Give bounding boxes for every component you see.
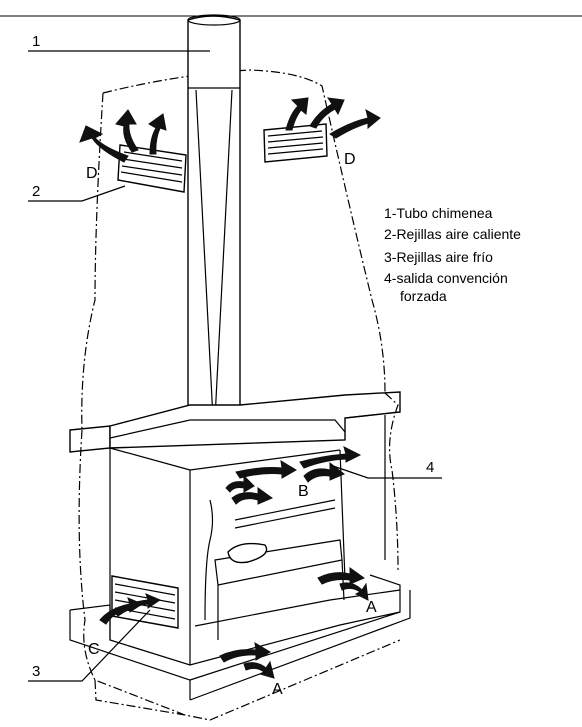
marker-d-left: D — [86, 165, 98, 182]
marker-a-front: A — [272, 681, 283, 698]
legend-item-3: 3-Rejillas aire frío — [384, 249, 493, 265]
hot-air-arrows-left — [79, 109, 167, 163]
legend: 1-Tubo chimenea 2-Rejillas aire caliente… — [384, 205, 521, 304]
callout-2: 2 — [32, 183, 40, 200]
grille-hot-left — [117, 144, 187, 193]
callout-4-leader — [329, 464, 442, 479]
mantel — [69, 391, 401, 471]
cold-air-arrows — [99, 567, 369, 679]
hood-outline — [81, 69, 386, 431]
cladding-outline — [78, 392, 401, 721]
marker-a-right: A — [366, 599, 377, 616]
grille-hot-right — [263, 123, 328, 163]
marker-b: B — [298, 483, 309, 500]
callout-2-leader — [28, 185, 126, 202]
callout-4: 4 — [426, 459, 434, 476]
callout-3: 3 — [32, 663, 40, 680]
legend-item-4-line-1: 4-salida convención — [384, 270, 508, 286]
legend-item-4-line-2: forzada — [400, 288, 447, 304]
callout-1: 1 — [32, 33, 40, 50]
legend-item-1: 1-Tubo chimenea — [384, 205, 493, 221]
marker-d-right: D — [344, 151, 356, 168]
legend-item-2: 2-Rejillas aire caliente — [384, 226, 521, 242]
convection-arrows — [225, 446, 362, 505]
chimney-pipe — [187, 14, 241, 439]
hot-air-arrows-right — [285, 97, 381, 139]
fireplace-body — [109, 415, 401, 665]
callout-3-leader — [28, 609, 151, 682]
marker-c-left: C — [88, 641, 100, 658]
